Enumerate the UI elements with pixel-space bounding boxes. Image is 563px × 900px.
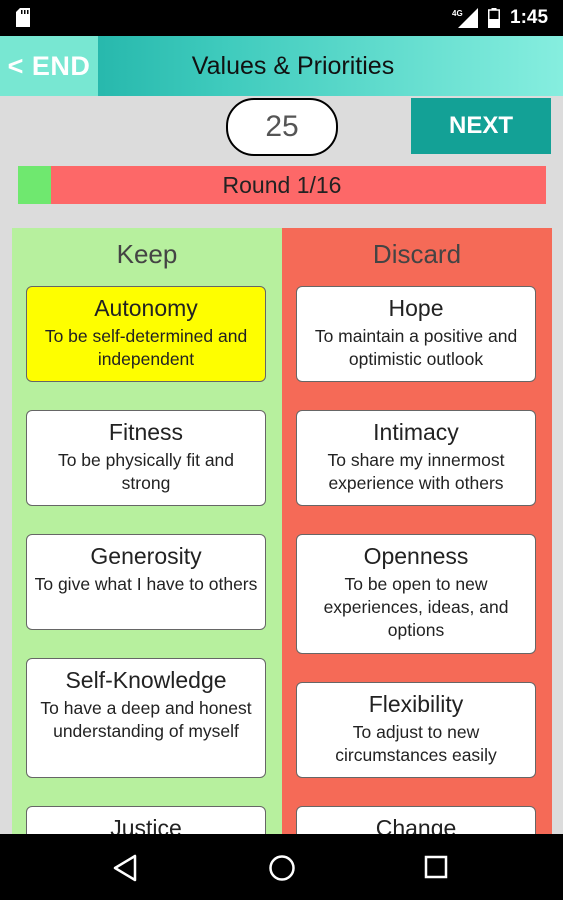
card-title: Change bbox=[375, 815, 457, 834]
card-description: To adjust to new circumstances easily bbox=[335, 722, 497, 765]
card-description: To be open to new experiences, ideas, an… bbox=[323, 574, 509, 640]
home-icon[interactable] bbox=[268, 854, 296, 882]
card-description: To be self-determined and independent bbox=[44, 326, 248, 369]
card-description: To maintain a positive and optimistic ou… bbox=[314, 326, 518, 369]
discard-header: Discard bbox=[372, 238, 462, 269]
recents-icon[interactable] bbox=[424, 855, 448, 879]
keep-column: Keep Autonomy To be self-determined and … bbox=[12, 228, 282, 834]
discard-column: Discard Hope To maintain a positive and … bbox=[282, 228, 552, 834]
value-card-fitness[interactable]: Fitness To be physically fit and strong bbox=[26, 410, 266, 506]
card-description: To give what I have to others bbox=[34, 574, 258, 594]
network-label: 4G bbox=[452, 9, 463, 18]
value-card-hope[interactable]: Hope To maintain a positive and optimist… bbox=[296, 286, 536, 382]
value-card-justice[interactable]: Justice bbox=[26, 806, 266, 834]
keep-header: Keep bbox=[116, 238, 178, 269]
status-bar: 4G 1:45 bbox=[0, 0, 563, 36]
signal-icon: 4G bbox=[452, 8, 478, 28]
card-title: Intimacy bbox=[373, 419, 459, 445]
card-title: Fitness bbox=[108, 419, 184, 445]
next-button[interactable]: NEXT bbox=[411, 98, 551, 154]
card-title: Hope bbox=[388, 295, 444, 321]
end-button[interactable]: < END bbox=[0, 36, 98, 96]
clock: 1:45 bbox=[510, 7, 549, 28]
progress-fill bbox=[18, 166, 51, 204]
card-title: Justice bbox=[110, 815, 182, 834]
value-card-flexibility[interactable]: Flexibility To adjust to new circumstanc… bbox=[296, 682, 536, 778]
value-card-change[interactable]: Change bbox=[296, 806, 536, 834]
card-title: Flexibility bbox=[368, 691, 464, 717]
sd-card-icon bbox=[16, 8, 30, 27]
back-icon[interactable] bbox=[112, 854, 138, 882]
value-card-openness[interactable]: Openness To be open to new experiences, … bbox=[296, 534, 536, 654]
value-card-autonomy[interactable]: Autonomy To be self-determined and indep… bbox=[26, 286, 266, 382]
timer-counter: 25 bbox=[226, 98, 338, 156]
page-title: Values & Priorities bbox=[191, 51, 395, 80]
value-card-intimacy[interactable]: Intimacy To share my innermost experienc… bbox=[296, 410, 536, 506]
card-title: Autonomy bbox=[94, 295, 198, 321]
round-progress-bar: Round 1/16 bbox=[18, 166, 546, 204]
battery-icon bbox=[488, 8, 500, 28]
navigation-bar bbox=[0, 834, 563, 900]
app-bar: < END Values & Priorities bbox=[0, 36, 563, 96]
card-title: Generosity bbox=[90, 543, 202, 569]
card-description: To have a deep and honest understanding … bbox=[40, 698, 252, 741]
card-title: Openness bbox=[363, 543, 469, 569]
round-label: Round 1/16 bbox=[222, 171, 342, 198]
card-description: To share my innermost experience with ot… bbox=[327, 450, 505, 493]
card-description: To be physically fit and strong bbox=[57, 450, 235, 493]
card-title: Self-Knowledge bbox=[65, 667, 227, 693]
value-card-self-knowledge[interactable]: Self-Knowledge To have a deep and honest… bbox=[26, 658, 266, 778]
value-card-generosity[interactable]: Generosity To give what I have to others bbox=[26, 534, 266, 630]
